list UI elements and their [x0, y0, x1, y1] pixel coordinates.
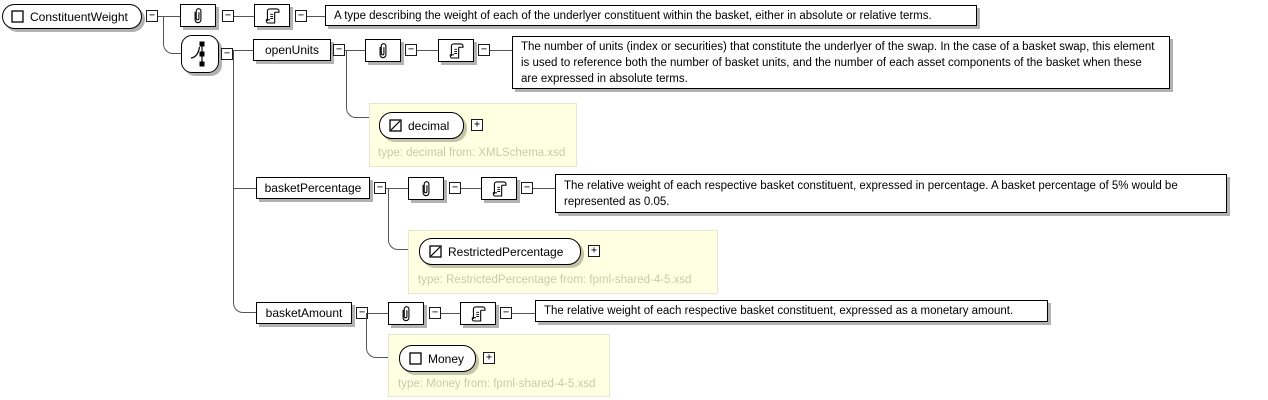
connector-line: [512, 313, 535, 314]
type-panel-restrictedpercentage: RestrictedPercentage + type: RestrictedP…: [408, 230, 718, 294]
simple-type-icon: [429, 245, 442, 258]
documentation-node[interactable]: [438, 39, 474, 62]
documentation-text: A type describing the weight of each of …: [325, 5, 977, 26]
expand-toggle[interactable]: +: [588, 245, 600, 257]
connector-corner: [388, 188, 408, 250]
scroll-icon: [449, 42, 464, 59]
element-node-openunits[interactable]: openUnits: [253, 39, 331, 61]
type-label: RestrictedPercentage: [448, 244, 564, 259]
documentation-node[interactable]: [460, 302, 496, 325]
simple-type-node-decimal[interactable]: decimal: [379, 112, 464, 139]
connector-line: [234, 16, 254, 17]
connector-line: [533, 188, 555, 189]
collapse-toggle[interactable]: −: [333, 44, 345, 56]
paperclip-icon: [402, 305, 410, 321]
sequence-icon: [190, 41, 205, 67]
type-caption: type: RestrictedPercentage from: fpml-sh…: [418, 274, 692, 286]
expand-toggle[interactable]: +: [483, 352, 495, 364]
annotation-node[interactable]: [365, 39, 401, 62]
collapse-toggle[interactable]: −: [478, 44, 490, 56]
collapse-toggle[interactable]: −: [429, 307, 441, 319]
connector-corner: [346, 50, 369, 118]
root-type-label: ConstituentWeight: [30, 9, 128, 24]
connector-line: [307, 16, 325, 17]
connector-line: [490, 50, 512, 51]
complex-type-icon: [409, 352, 422, 365]
paperclip-icon: [194, 7, 202, 23]
element-node-basketpercentage[interactable]: basketPercentage: [256, 177, 370, 199]
annotation-node[interactable]: [180, 4, 216, 27]
expand-toggle[interactable]: +: [471, 119, 483, 131]
collapse-toggle[interactable]: −: [356, 307, 368, 319]
type-label: decimal: [408, 118, 450, 133]
complex-type-node-money[interactable]: Money: [399, 345, 476, 372]
connector-trunk: [233, 50, 256, 313]
connector-line: [461, 188, 481, 189]
annotation-node[interactable]: [388, 302, 424, 325]
documentation-node[interactable]: [254, 4, 290, 27]
collapse-toggle[interactable]: −: [500, 307, 512, 319]
documentation-text-content: The relative weight of each respective b…: [564, 179, 1178, 208]
type-label: Money: [428, 351, 465, 366]
documentation-node[interactable]: [481, 177, 517, 200]
complex-type-icon: [11, 10, 24, 23]
complex-type-node-constituentweight[interactable]: ConstituentWeight: [2, 4, 142, 29]
documentation-text-content: The number of units (index or securities…: [521, 40, 1155, 85]
collapse-toggle[interactable]: −: [295, 10, 307, 22]
type-caption: type: Money from: fpml-shared-4-5.xsd: [398, 378, 596, 390]
documentation-text: The relative weight of each respective b…: [535, 300, 1048, 322]
collapse-toggle[interactable]: −: [374, 182, 386, 194]
connector-line: [441, 313, 460, 314]
element-node-basketamount[interactable]: basketAmount: [256, 302, 352, 324]
annotation-node[interactable]: [408, 177, 444, 200]
sequence-compositor-node[interactable]: [181, 35, 219, 73]
documentation-text: The number of units (index or securities…: [512, 36, 1170, 89]
scroll-icon: [471, 305, 486, 322]
type-caption: type: decimal from: XMLSchema.xsd: [378, 147, 566, 159]
scroll-icon: [492, 180, 507, 197]
simple-type-icon: [389, 119, 402, 132]
element-label: basketAmount: [265, 306, 343, 320]
scroll-icon: [265, 7, 280, 24]
collapse-toggle[interactable]: −: [521, 182, 533, 194]
collapse-toggle[interactable]: −: [449, 182, 461, 194]
connector-line: [233, 188, 256, 189]
collapse-toggle[interactable]: −: [221, 48, 233, 60]
documentation-text-content: The relative weight of each respective b…: [544, 305, 1014, 317]
paperclip-icon: [379, 42, 387, 58]
collapse-toggle[interactable]: −: [405, 44, 417, 56]
element-label: openUnits: [264, 43, 320, 57]
type-panel-money: Money + type: Money from: fpml-shared-4-…: [388, 334, 610, 397]
connector-corner: [163, 16, 181, 54]
connector-corner: [366, 313, 388, 358]
documentation-text: The relative weight of each respective b…: [555, 174, 1227, 213]
connector-line: [233, 50, 253, 51]
type-panel-decimal: decimal + type: decimal from: XMLSchema.…: [369, 103, 577, 167]
documentation-text-content: A type describing the weight of each of …: [334, 9, 932, 22]
simple-type-node-restrictedpercentage[interactable]: RestrictedPercentage: [419, 238, 581, 265]
paperclip-icon: [422, 180, 430, 196]
collapse-toggle[interactable]: −: [146, 10, 158, 22]
connector-line: [417, 50, 438, 51]
collapse-toggle[interactable]: −: [222, 10, 234, 22]
element-label: basketPercentage: [264, 181, 362, 195]
